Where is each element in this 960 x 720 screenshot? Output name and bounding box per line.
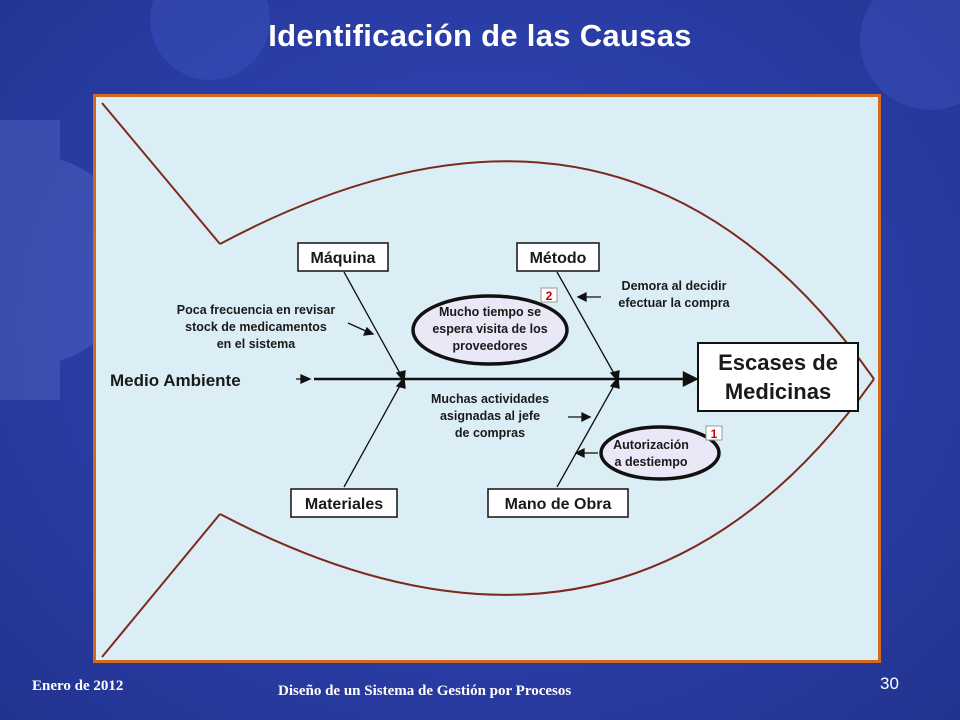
svg-text:Método: Método	[530, 250, 587, 267]
svg-text:a destiempo: a destiempo	[615, 455, 688, 469]
svg-text:Mucho tiempo se: Mucho tiempo se	[439, 305, 541, 319]
cause-mucho-tiempo: Mucho tiempo se espera visita de los pro…	[411, 294, 569, 366]
svg-text:espera visita de los: espera visita de los	[432, 322, 547, 336]
svg-text:stock de medicamentos: stock de medicamentos	[185, 320, 327, 334]
cause-autorizacion: Autorización a destiempo	[599, 425, 721, 481]
effect-box: Escases de Medicinas	[697, 342, 859, 412]
svg-text:Muchas actividades: Muchas actividades	[431, 392, 549, 406]
svg-text:1: 1	[711, 427, 718, 441]
svg-text:en el sistema: en el sistema	[217, 337, 297, 351]
bone-metodo	[556, 271, 617, 378]
fish-body-bottom	[219, 378, 875, 596]
footer-title: Diseño de un Sistema de Gestión por Proc…	[278, 683, 572, 699]
badge-2: 2	[540, 287, 558, 303]
svg-text:asignadas al jefe: asignadas al jefe	[440, 409, 540, 423]
svg-text:efectuar la compra: efectuar la compra	[618, 296, 730, 310]
bone-materiales	[343, 381, 403, 488]
svg-text:Máquina: Máquina	[311, 250, 376, 267]
arrow-poca-frecuencia	[347, 322, 369, 333]
category-metodo: Método	[516, 242, 600, 272]
svg-text:Poca frecuencia en revisar: Poca frecuencia en revisar	[177, 303, 336, 317]
page-title: Identificación de las Causas	[268, 18, 692, 53]
cause-poca-frecuencia: Poca frecuencia en revisar stock de medi…	[177, 303, 336, 351]
svg-text:Materiales: Materiales	[305, 496, 383, 513]
bone-maquina	[343, 271, 403, 378]
category-maquina: Máquina	[297, 242, 389, 272]
svg-text:Autorización: Autorización	[613, 438, 689, 452]
svg-text:2: 2	[546, 289, 553, 303]
fish-tail-top	[101, 102, 221, 245]
cause-demora: Demora al decidir efectuar la compra	[618, 279, 730, 310]
spine-arrowhead	[682, 370, 699, 388]
svg-text:Medicinas: Medicinas	[725, 379, 831, 404]
svg-text:Mano de Obra: Mano de Obra	[505, 496, 612, 513]
svg-text:proveedores: proveedores	[452, 339, 527, 353]
category-materiales: Materiales	[290, 488, 398, 518]
footer-date: Enero de 2012	[32, 678, 124, 694]
category-mano-obra: Mano de Obra	[487, 488, 629, 518]
fishbone-diagram: Máquina Método Materiales Mano de Obra M…	[101, 102, 875, 658]
cause-muchas-actividades: Muchas actividades asignadas al jefe de …	[431, 392, 549, 440]
page-number: 30	[880, 674, 899, 693]
fish-tail-bottom	[101, 513, 221, 658]
bone-mano-obra	[556, 381, 617, 488]
svg-text:Escases de: Escases de	[718, 350, 838, 375]
svg-text:Demora al decidir: Demora al decidir	[622, 279, 727, 293]
category-medio-ambiente: Medio Ambiente	[110, 371, 241, 390]
fish-body-top	[219, 160, 875, 380]
badge-1: 1	[705, 425, 723, 441]
diagram-frame: Máquina Método Materiales Mano de Obra M…	[93, 94, 881, 663]
svg-text:de compras: de compras	[455, 426, 525, 440]
